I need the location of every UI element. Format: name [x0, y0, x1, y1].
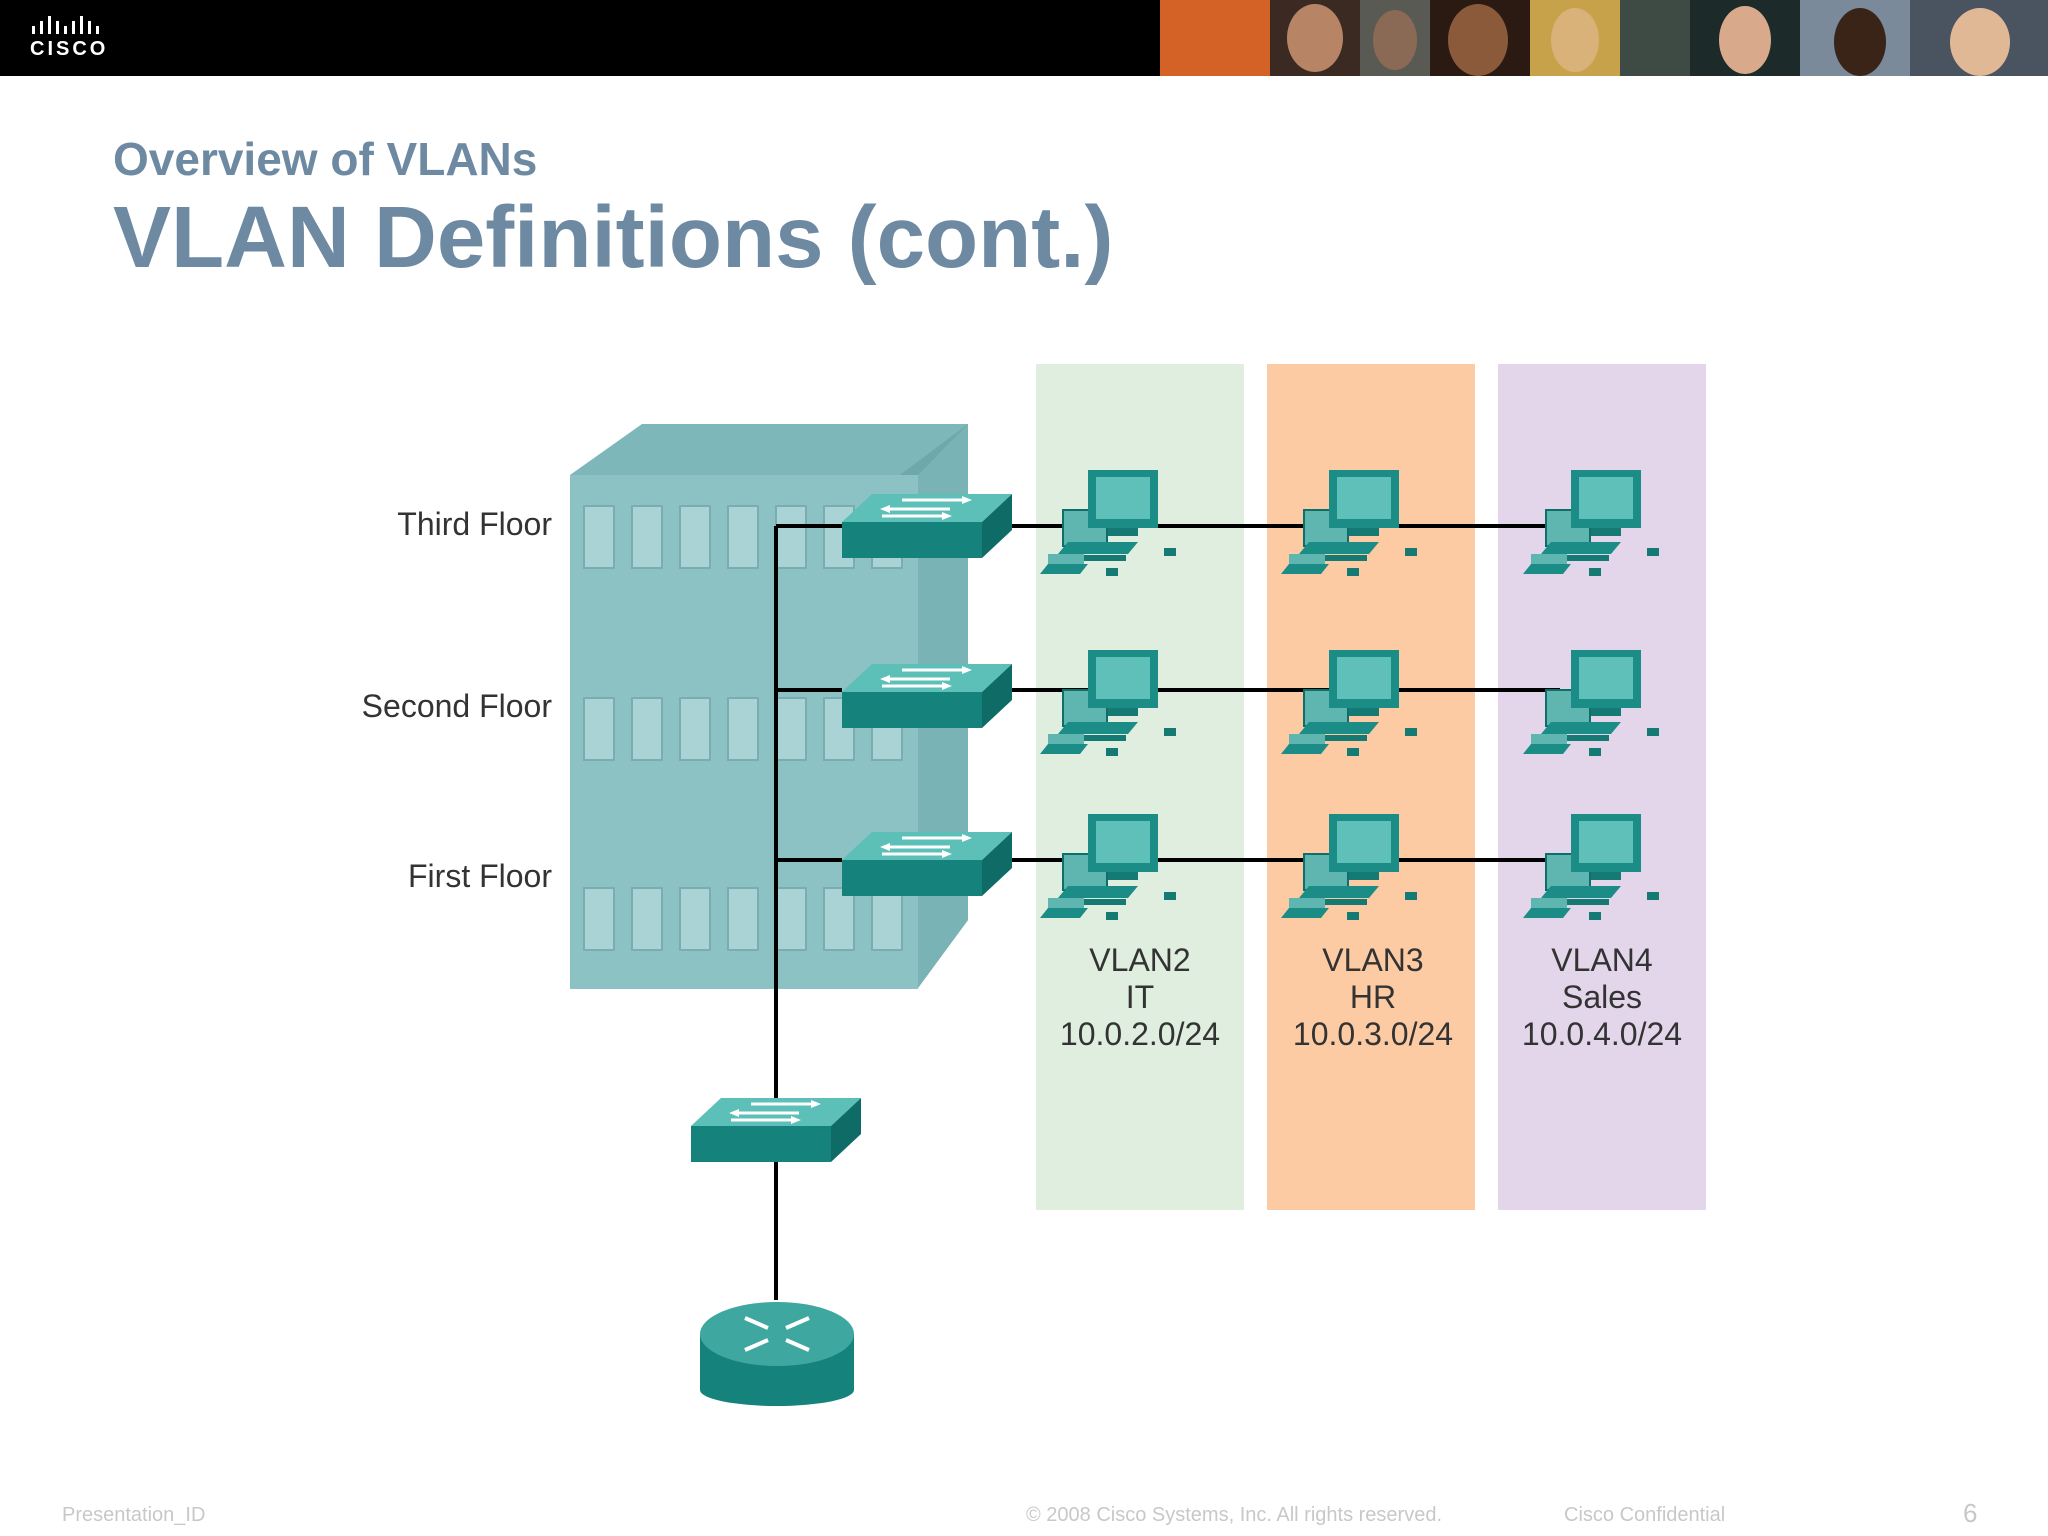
header-bar: CISCO — [0, 0, 2048, 76]
floor-label-second: Second Floor — [362, 688, 553, 724]
floor-label-first: First Floor — [408, 858, 552, 894]
vlan3-dept: HR — [1350, 979, 1396, 1015]
footer-confidential: Cisco Confidential — [1564, 1504, 1726, 1526]
slide-number: 6 — [1963, 1498, 1978, 1528]
vlan4-name: VLAN4 — [1551, 942, 1652, 978]
vlan2-subnet: 10.0.2.0/24 — [1060, 1016, 1220, 1052]
building — [570, 424, 968, 989]
distribution-switch-icon — [689, 1096, 863, 1164]
third-floor-switch-icon — [840, 492, 1014, 560]
vlan4-subnet: 10.0.4.0/24 — [1522, 1016, 1682, 1052]
vlan2-name: VLAN2 — [1089, 942, 1190, 978]
photo-strip — [1160, 0, 2048, 76]
first-floor-switch-icon — [840, 830, 1014, 898]
vlan3-subnet: 10.0.3.0/24 — [1293, 1016, 1453, 1052]
slide-subtitle: Overview of VLANs — [113, 133, 538, 185]
footer-presentation-id: Presentation_ID — [62, 1504, 206, 1526]
slide-title: VLAN Definitions (cont.) — [113, 189, 1114, 286]
router-icon — [700, 1302, 854, 1406]
logo-text: CISCO — [30, 38, 109, 60]
footer-copyright: © 2008 Cisco Systems, Inc. All rights re… — [1026, 1504, 1443, 1526]
cisco-logo — [32, 16, 99, 34]
vlan2-dept: IT — [1126, 979, 1154, 1015]
floor-label-third: Third Floor — [397, 506, 552, 542]
second-floor-switch-icon — [840, 662, 1014, 730]
vlan4-dept: Sales — [1562, 979, 1642, 1015]
vlan3-name: VLAN3 — [1322, 942, 1423, 978]
